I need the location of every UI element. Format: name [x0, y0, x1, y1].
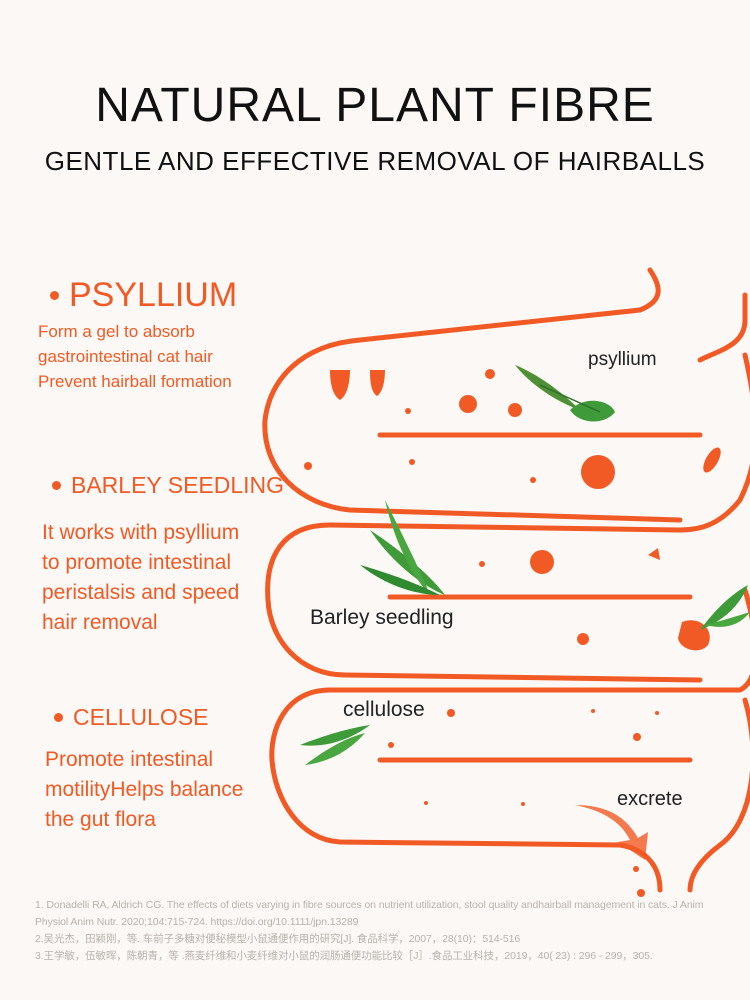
dot — [424, 801, 428, 805]
dot — [633, 733, 641, 741]
cellulose-leaf-icon — [300, 725, 370, 765]
page-title: NATURAL PLANT FIBRE — [95, 79, 655, 132]
bullet-icon — [52, 481, 61, 490]
ingredient-description-psyllium: Form a gel to absorb gastrointestinal ca… — [38, 322, 232, 391]
dot — [479, 561, 485, 567]
ingredient-name: PSYLLIUM — [69, 276, 238, 314]
ingredient-name: CELLULOSE — [73, 704, 209, 730]
dot — [304, 462, 312, 470]
page-subtitle: GENTLE AND EFFECTIVE REMOVAL OF HAIRBALL… — [44, 146, 706, 176]
dot — [577, 633, 589, 645]
intestine-top-tube — [262, 267, 683, 523]
diagram-label-barley: Barley seedling — [310, 606, 454, 629]
dot — [530, 550, 554, 574]
dot — [521, 802, 525, 806]
dot — [655, 711, 659, 715]
dot — [405, 408, 411, 414]
intestine-bottom-loop — [269, 587, 750, 893]
drip — [330, 370, 350, 400]
bullet-icon — [50, 291, 59, 300]
diagram-label-psyllium: psyllium — [588, 349, 657, 370]
dot — [581, 455, 615, 489]
ingredient-heading-barley: BARLEY SEEDLING — [52, 472, 284, 499]
dot — [703, 447, 721, 473]
intestine-middle-loop — [265, 352, 750, 683]
dot — [459, 395, 477, 413]
ingredient-description-barley: It works with psyllium to promote intest… — [42, 521, 240, 634]
dot — [409, 459, 415, 465]
reference-1: 1. Donadelli RA, Aldrich CG. The effects… — [35, 899, 704, 928]
ingredient-heading-cellulose: CELLULOSE — [54, 704, 209, 731]
ingredient-name: BARLEY SEEDLING — [71, 472, 285, 498]
ingredient-heading-psyllium: PSYLLIUM — [50, 276, 237, 315]
diagram-label-cellulose: cellulose — [343, 698, 425, 721]
dot — [485, 369, 495, 379]
dot — [508, 403, 522, 417]
dot — [530, 477, 536, 483]
dot — [648, 548, 660, 560]
drip — [370, 370, 385, 396]
dot — [388, 742, 394, 748]
bullet-icon — [54, 713, 63, 722]
dot — [447, 709, 455, 717]
dot — [637, 889, 645, 897]
intestine-right-outer — [697, 292, 748, 363]
intestine-right-lower — [687, 697, 750, 893]
reference-2: 2.吴光杰，田颖刚，等. 车前子多糖对便秘模型小鼠通便作用的研究[J]. 食品科… — [35, 933, 521, 945]
reference-3: 3.王学敏，伍敏晖，陈朝青，等 .燕麦纤维和小麦纤维对小鼠的润肠通便功能比较［J… — [35, 950, 653, 962]
references: 1. Donadelli RA, Aldrich CG. The effects… — [35, 897, 725, 965]
excrete-arrow — [575, 805, 648, 860]
ingredient-description-cellulose: Promote intestinal motilityHelps balance… — [45, 748, 244, 831]
dot — [591, 709, 595, 713]
diagram-label-excrete: excrete — [617, 788, 683, 810]
dot — [633, 866, 639, 872]
barley-seedling-icon — [360, 500, 750, 630]
psyllium-leaf-icon — [515, 365, 615, 422]
